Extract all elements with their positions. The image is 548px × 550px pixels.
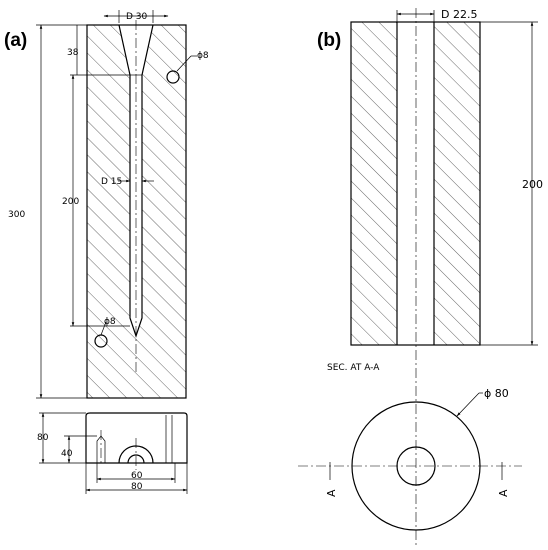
dim-bore-dia: D 22.5 [441,8,477,21]
dim-base-height: 80 [37,433,49,443]
mold-section-a: D 30 38 200 300 D 15 ϕ8 ϕ8 [8,10,209,399]
leader-outer-dia [456,392,480,417]
base-semicircle-inner [127,454,145,464]
dim-outer-dia: ϕ 80 [484,387,509,400]
dim-side-hole-bottom: ϕ8 [104,317,116,327]
dim-cone-depth: 38 [67,48,79,58]
dim-base-width: 80 [131,482,143,492]
dim-side-hole-top: ϕ8 [197,51,209,61]
hatched-body [87,25,186,398]
hatched-wall-right [434,22,480,345]
side-hole-top [166,70,180,84]
section-outline [350,21,481,346]
dim-channel-dia: D 15 [101,177,122,187]
section-view-b: D 22.5 200 SEC. AT A-A [327,8,543,545]
dim-height-b: 200 [522,178,543,191]
leader-side-hole-bottom [100,321,107,336]
section-mark-left: A [325,489,338,497]
cross-section-circle: ϕ 80 A A [298,387,522,531]
section-mark-right: A [497,489,510,497]
dim-channel-length: 200 [62,197,79,207]
panel-label-a: (a) [4,30,27,51]
base-view-a: 80 40 60 80 [37,412,188,494]
dim-base-inner-height: 40 [61,449,73,459]
section-label: SEC. AT A-A [327,363,380,373]
panel-label-b: (b) [317,30,341,51]
hatched-wall-left [351,22,397,345]
dim-base-inner-width: 60 [131,471,143,481]
dim-total-height: 300 [8,210,25,220]
leader-side-hole-top [176,55,192,72]
dim-top-bore: D 30 [126,12,148,22]
mold-outline [86,24,187,399]
